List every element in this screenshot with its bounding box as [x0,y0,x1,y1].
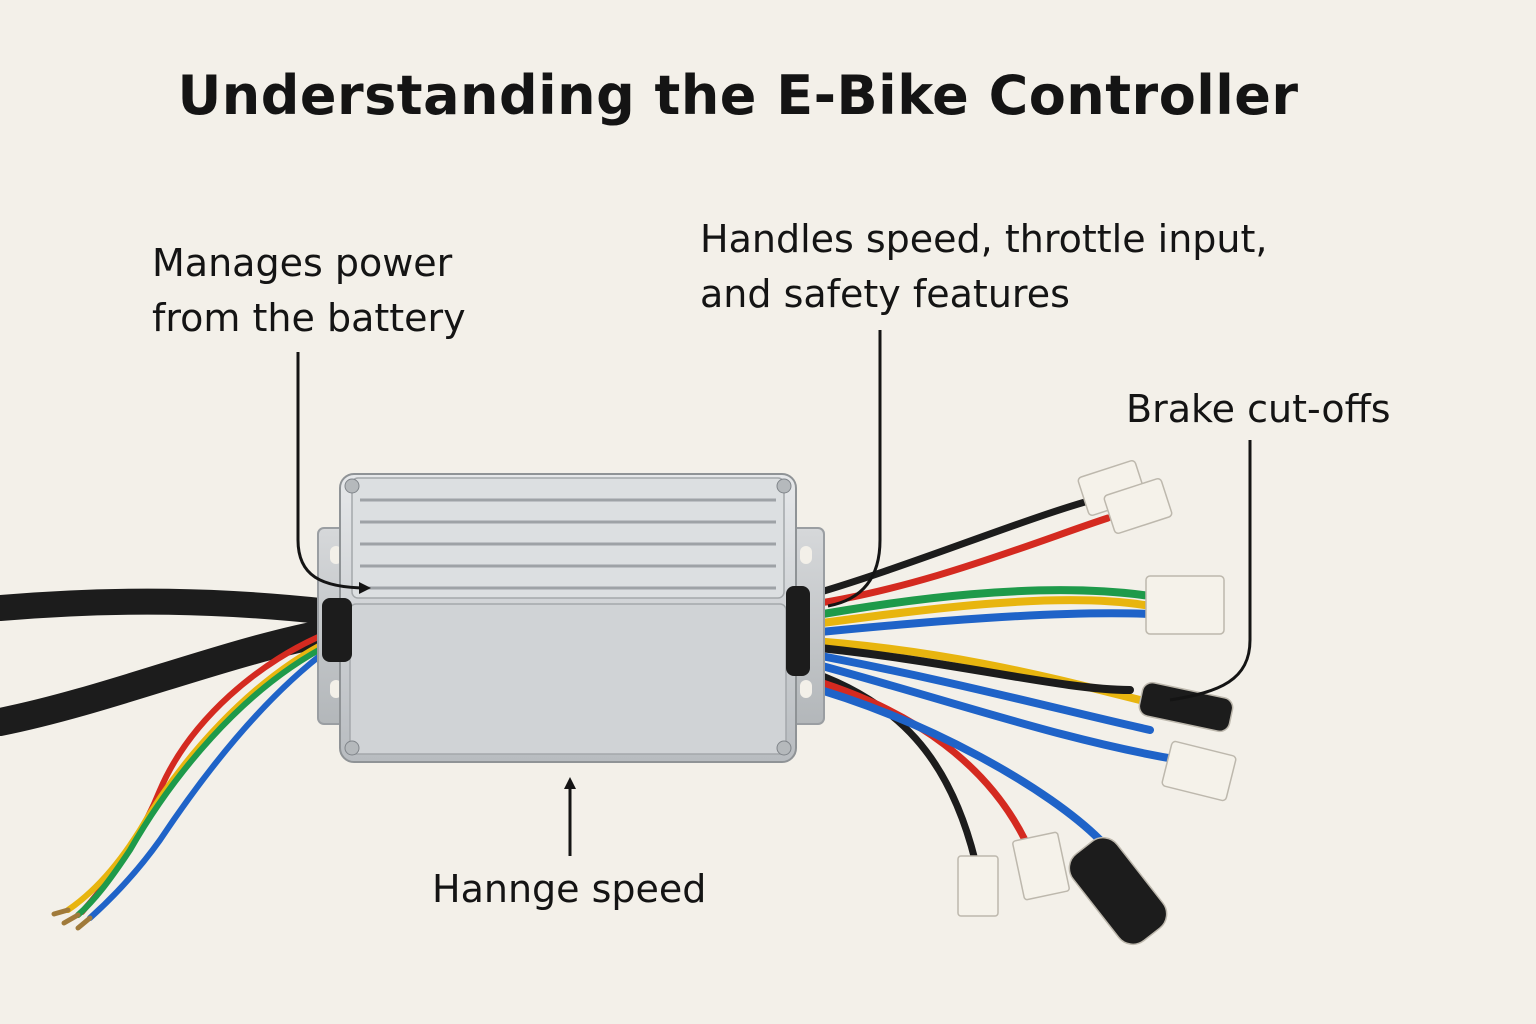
left-power-cables [0,588,346,736]
connector-lower [1161,740,1237,802]
motor-connector-black [1068,836,1168,946]
connectors [957,459,1237,946]
connector-bottom-1 [957,855,999,917]
callout-bottom-line-1: Hannge speed [432,867,707,911]
callout-power-line-1: Manages power [152,241,453,285]
callout-line-brake [1169,440,1252,702]
callout-lines [296,330,1252,856]
mount-hole [800,680,812,698]
right-signal-wires [796,496,1184,864]
brake-connector-black [1138,681,1234,733]
connector-middle [1145,575,1225,635]
connector-top-2 [1103,477,1173,535]
callout-power-label: Manages power from the battery [152,236,466,346]
callout-speed-line-1: Handles speed, throttle input, [700,217,1268,261]
connector-bottom-2 [1012,831,1070,901]
arrow-icon [296,352,371,594]
callout-speed-label: Handles speed, throttle input, and safet… [700,212,1268,322]
page-title: Understanding the E-Bike Controller [177,64,1299,127]
callout-speed-line-2: and safety features [700,272,1070,316]
cable-grommet-left [322,598,352,662]
mount-hole [800,546,812,564]
callout-brake-line-1: Brake cut-offs [1126,387,1391,431]
callout-bottom-label: Hannge speed [432,862,706,917]
callout-line-speed [827,330,882,608]
callout-power-line-2: from the battery [152,296,466,340]
left-signal-wires [51,629,333,931]
cable-grommet-right [786,586,810,676]
callout-brake-label: Brake cut-offs [1126,382,1391,437]
controller-housing [322,473,810,763]
